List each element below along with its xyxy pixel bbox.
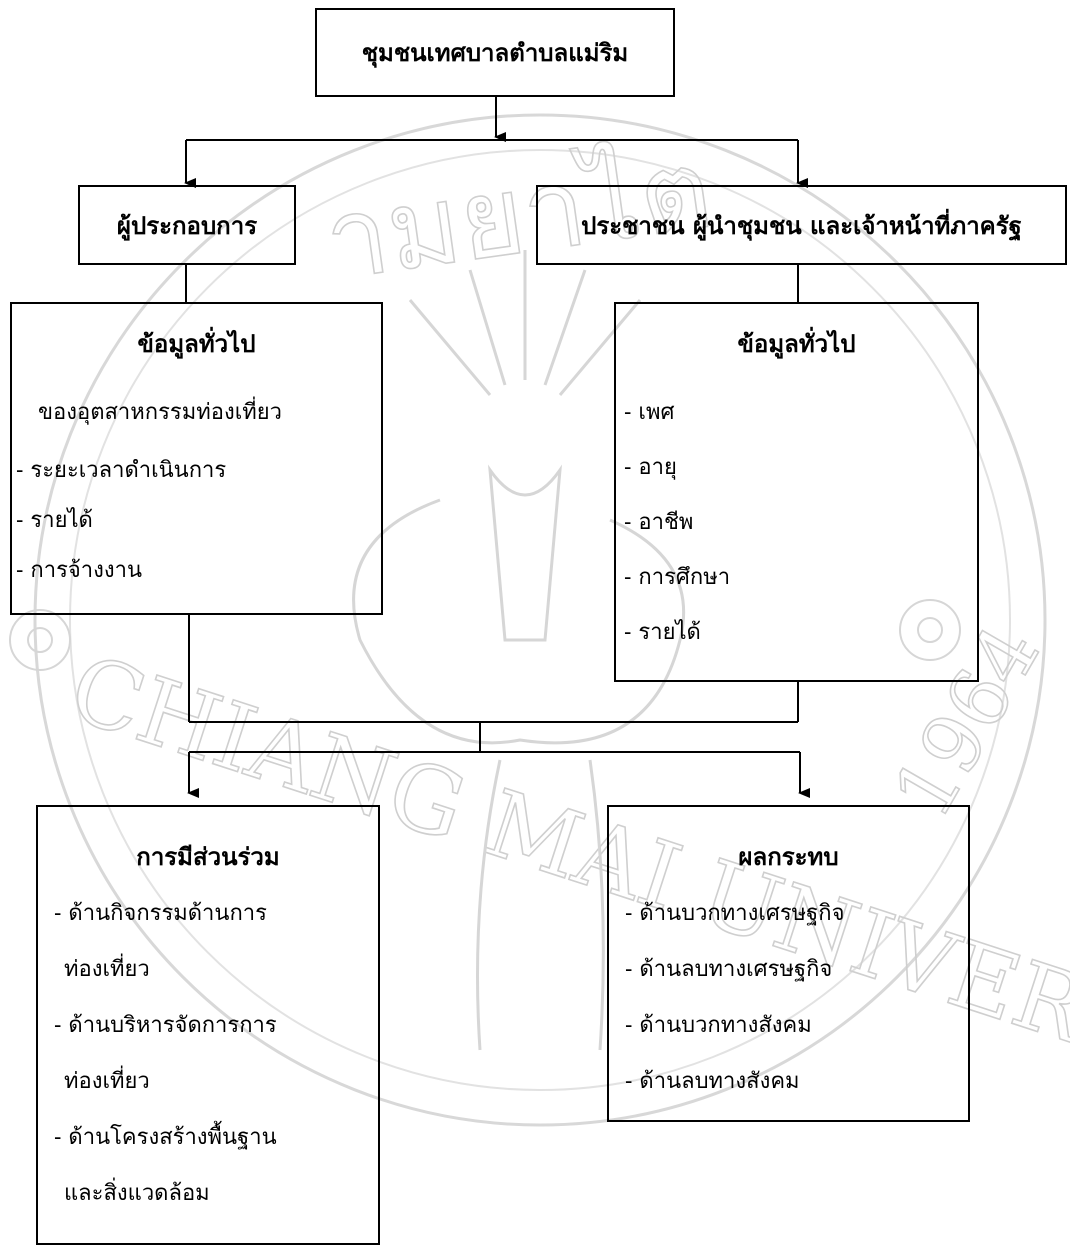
- left-info-heading: ข้อมูลทั่วไป: [137, 329, 256, 358]
- left-info-item: - รายได้: [16, 508, 93, 533]
- impact-item: - ด้านลบทางเศรษฐกิจ: [625, 957, 833, 982]
- left-info-box: ข้อมูลทั่วไป ของอุตสาหกรรมท่องเที่ยว - ร…: [10, 302, 383, 615]
- impact-heading: ผลกระทบ: [738, 842, 839, 871]
- left-info-item: - ระยะเวลาดำเนินการ: [16, 458, 227, 483]
- right-branch-title: ประชาชน ผู้นำชุมชน และเจ้าหน้าที่ภาครัฐ: [581, 210, 1022, 240]
- left-branch-node: ผู้ประกอบการ: [78, 185, 296, 265]
- left-branch-title: ผู้ประกอบการ: [116, 210, 258, 240]
- root-node: ชุมชนเทศบาลตำบลแม่ริม: [315, 8, 675, 97]
- impact-box: ผลกระทบ - ด้านบวกทางเศรษฐกิจ - ด้านลบทาง…: [607, 805, 970, 1122]
- right-info-item: - อาชีพ: [624, 510, 694, 535]
- right-info-item: - เพศ: [624, 400, 675, 425]
- participation-line: และสิ่งแวดล้อม: [64, 1181, 210, 1206]
- right-branch-node: ประชาชน ผู้นำชุมชน และเจ้าหน้าที่ภาครัฐ: [536, 185, 1067, 265]
- impact-item: - ด้านบวกทางสังคม: [625, 1013, 812, 1038]
- right-info-item: - อายุ: [624, 455, 677, 480]
- participation-line: - ด้านบริหารจัดการการ: [54, 1013, 277, 1038]
- impact-item: - ด้านลบทางสังคม: [625, 1069, 800, 1094]
- impact-item: - ด้านบวกทางเศรษฐกิจ: [625, 901, 845, 926]
- root-title: ชุมชนเทศบาลตำบลแม่ริม: [361, 38, 629, 67]
- left-info-item: - การจ้างงาน: [16, 558, 143, 583]
- right-info-heading: ข้อมูลทั่วไป: [737, 329, 856, 358]
- right-info-box: ข้อมูลทั่วไป - เพศ - อายุ - อาชีพ - การศ…: [614, 302, 979, 682]
- right-info-item: - รายได้: [624, 620, 701, 645]
- right-info-item: - การศึกษา: [624, 565, 731, 590]
- participation-line: - ด้านโครงสร้างพื้นฐาน: [54, 1125, 277, 1150]
- participation-line: - ด้านกิจกรรมด้านการ: [54, 901, 267, 926]
- participation-heading: การมีส่วนร่วม: [136, 842, 280, 871]
- participation-line: ท่องเที่ยว: [64, 957, 150, 982]
- left-info-subheading: ของอุตสาหกรรมท่องเที่ยว: [38, 400, 282, 425]
- participation-line: ท่องเที่ยว: [64, 1069, 150, 1094]
- participation-box: การมีส่วนร่วม - ด้านกิจกรรมด้านการ ท่องเ…: [36, 805, 380, 1245]
